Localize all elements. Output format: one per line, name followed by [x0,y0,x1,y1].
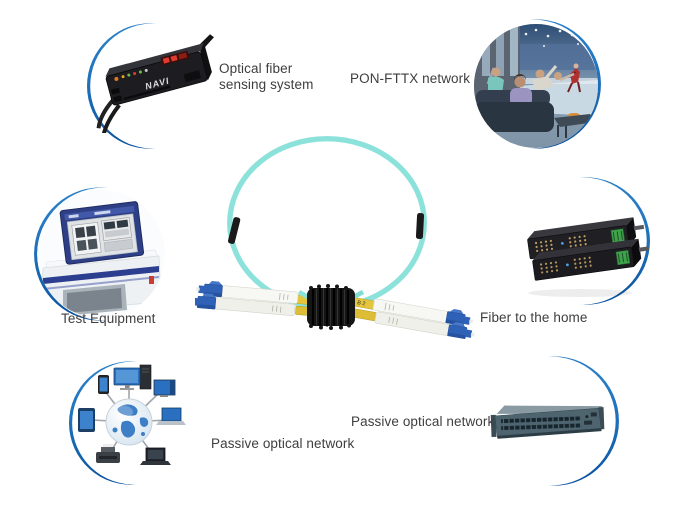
label-pon-fttx: PON-FTTX network [350,71,471,86]
control-panel [59,201,145,265]
velcro-strap [297,284,365,330]
desktop-and-tower-icon [113,364,152,390]
label-test-equipment: Test Equipment [61,311,156,326]
tablet-icon [78,408,95,432]
test-photo-content [37,190,165,318]
lc-duplex-connectors-right [329,294,475,339]
label-optical-sensing: Optical fiber sensing system [219,61,314,92]
cable-loop [227,136,427,310]
family-watching-stadium-screen-photo [474,24,598,148]
laptop-icon [156,407,186,425]
lc-plug-right-lower [447,322,475,339]
switch-chassis [490,405,605,439]
lc-plug-right-upper [445,308,473,326]
smartphone-icon [98,375,109,394]
lc-plug-left-lower [195,293,217,310]
label-fiber-to-home: Fiber to the home [480,310,588,325]
converter-boxes [527,217,650,281]
heat-shrink-sleeve-left [227,217,241,244]
globe [105,398,153,446]
benchtop-test-machine-photo [37,190,165,318]
heat-shrink-sleeve-right [415,212,425,240]
pon-photo-content [474,24,598,148]
sensor-device: NAVI [96,34,214,133]
printer-icon [96,444,120,463]
rackmount-switch-image [490,405,605,439]
aqua-duplex-lc-fiber-patch-cord-image: B 2 [195,136,475,339]
stacked-media-converters-image [527,217,650,297]
dark-laptop-icon [140,447,171,465]
tv-icon [153,379,176,397]
fiber-sensor-amplifier-image: NAVI [96,34,214,133]
label-passive-optical-right: Passive optical network [351,414,495,429]
globe-connected-devices-diagram [78,364,186,465]
cable-marking-text: B 2 [357,300,366,307]
label-passive-optical-left: Passive optical network [211,436,355,451]
